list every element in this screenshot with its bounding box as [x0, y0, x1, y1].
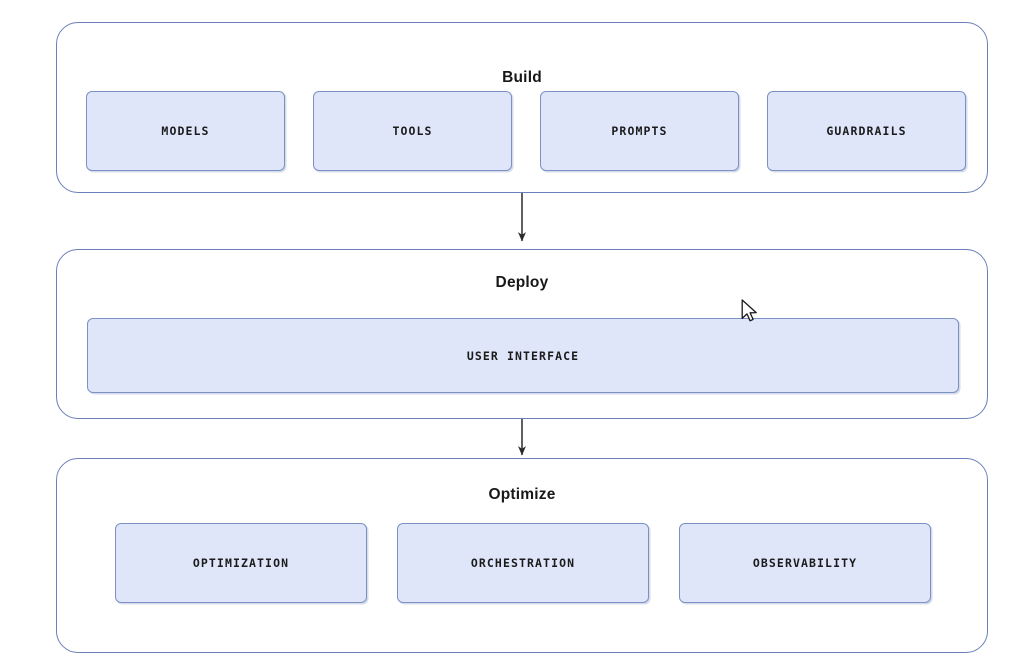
node-label-observability: OBSERVABILITY — [752, 556, 858, 570]
node-label-user-interface: USER INTERFACE — [466, 348, 580, 363]
node-models[interactable]: MODELS — [86, 91, 285, 171]
node-optimization[interactable]: OPTIMIZATION — [115, 523, 367, 603]
node-label-orchestration: ORCHESTRATION — [470, 556, 576, 570]
node-orchestration[interactable]: ORCHESTRATION — [397, 523, 649, 603]
stage-title-build: Build — [502, 69, 542, 86]
node-user-interface[interactable]: USER INTERFACE — [87, 318, 959, 393]
stage-deploy[interactable]: Deploy USER INTERFACE — [56, 249, 988, 419]
node-label-tools: TOOLS — [392, 124, 433, 138]
stage-title-optimize: Optimize — [488, 486, 556, 503]
stage-build[interactable]: Build MODELS TOOLS PROMPTS GUARDRAILS — [56, 22, 988, 193]
stage-title-deploy: Deploy — [495, 274, 549, 291]
node-tools[interactable]: TOOLS — [313, 91, 512, 171]
stage-optimize[interactable]: Optimize OPTIMIZATION ORCHESTRATION OBSE… — [56, 458, 988, 653]
node-label-guardrails: GUARDRAILS — [826, 124, 907, 138]
node-guardrails[interactable]: GUARDRAILS — [767, 91, 966, 171]
node-prompts[interactable]: PROMPTS — [540, 91, 739, 171]
node-label-models: MODELS — [161, 124, 210, 138]
node-label-prompts: PROMPTS — [611, 124, 668, 138]
node-label-optimization: OPTIMIZATION — [192, 556, 290, 570]
node-observability[interactable]: OBSERVABILITY — [679, 523, 931, 603]
